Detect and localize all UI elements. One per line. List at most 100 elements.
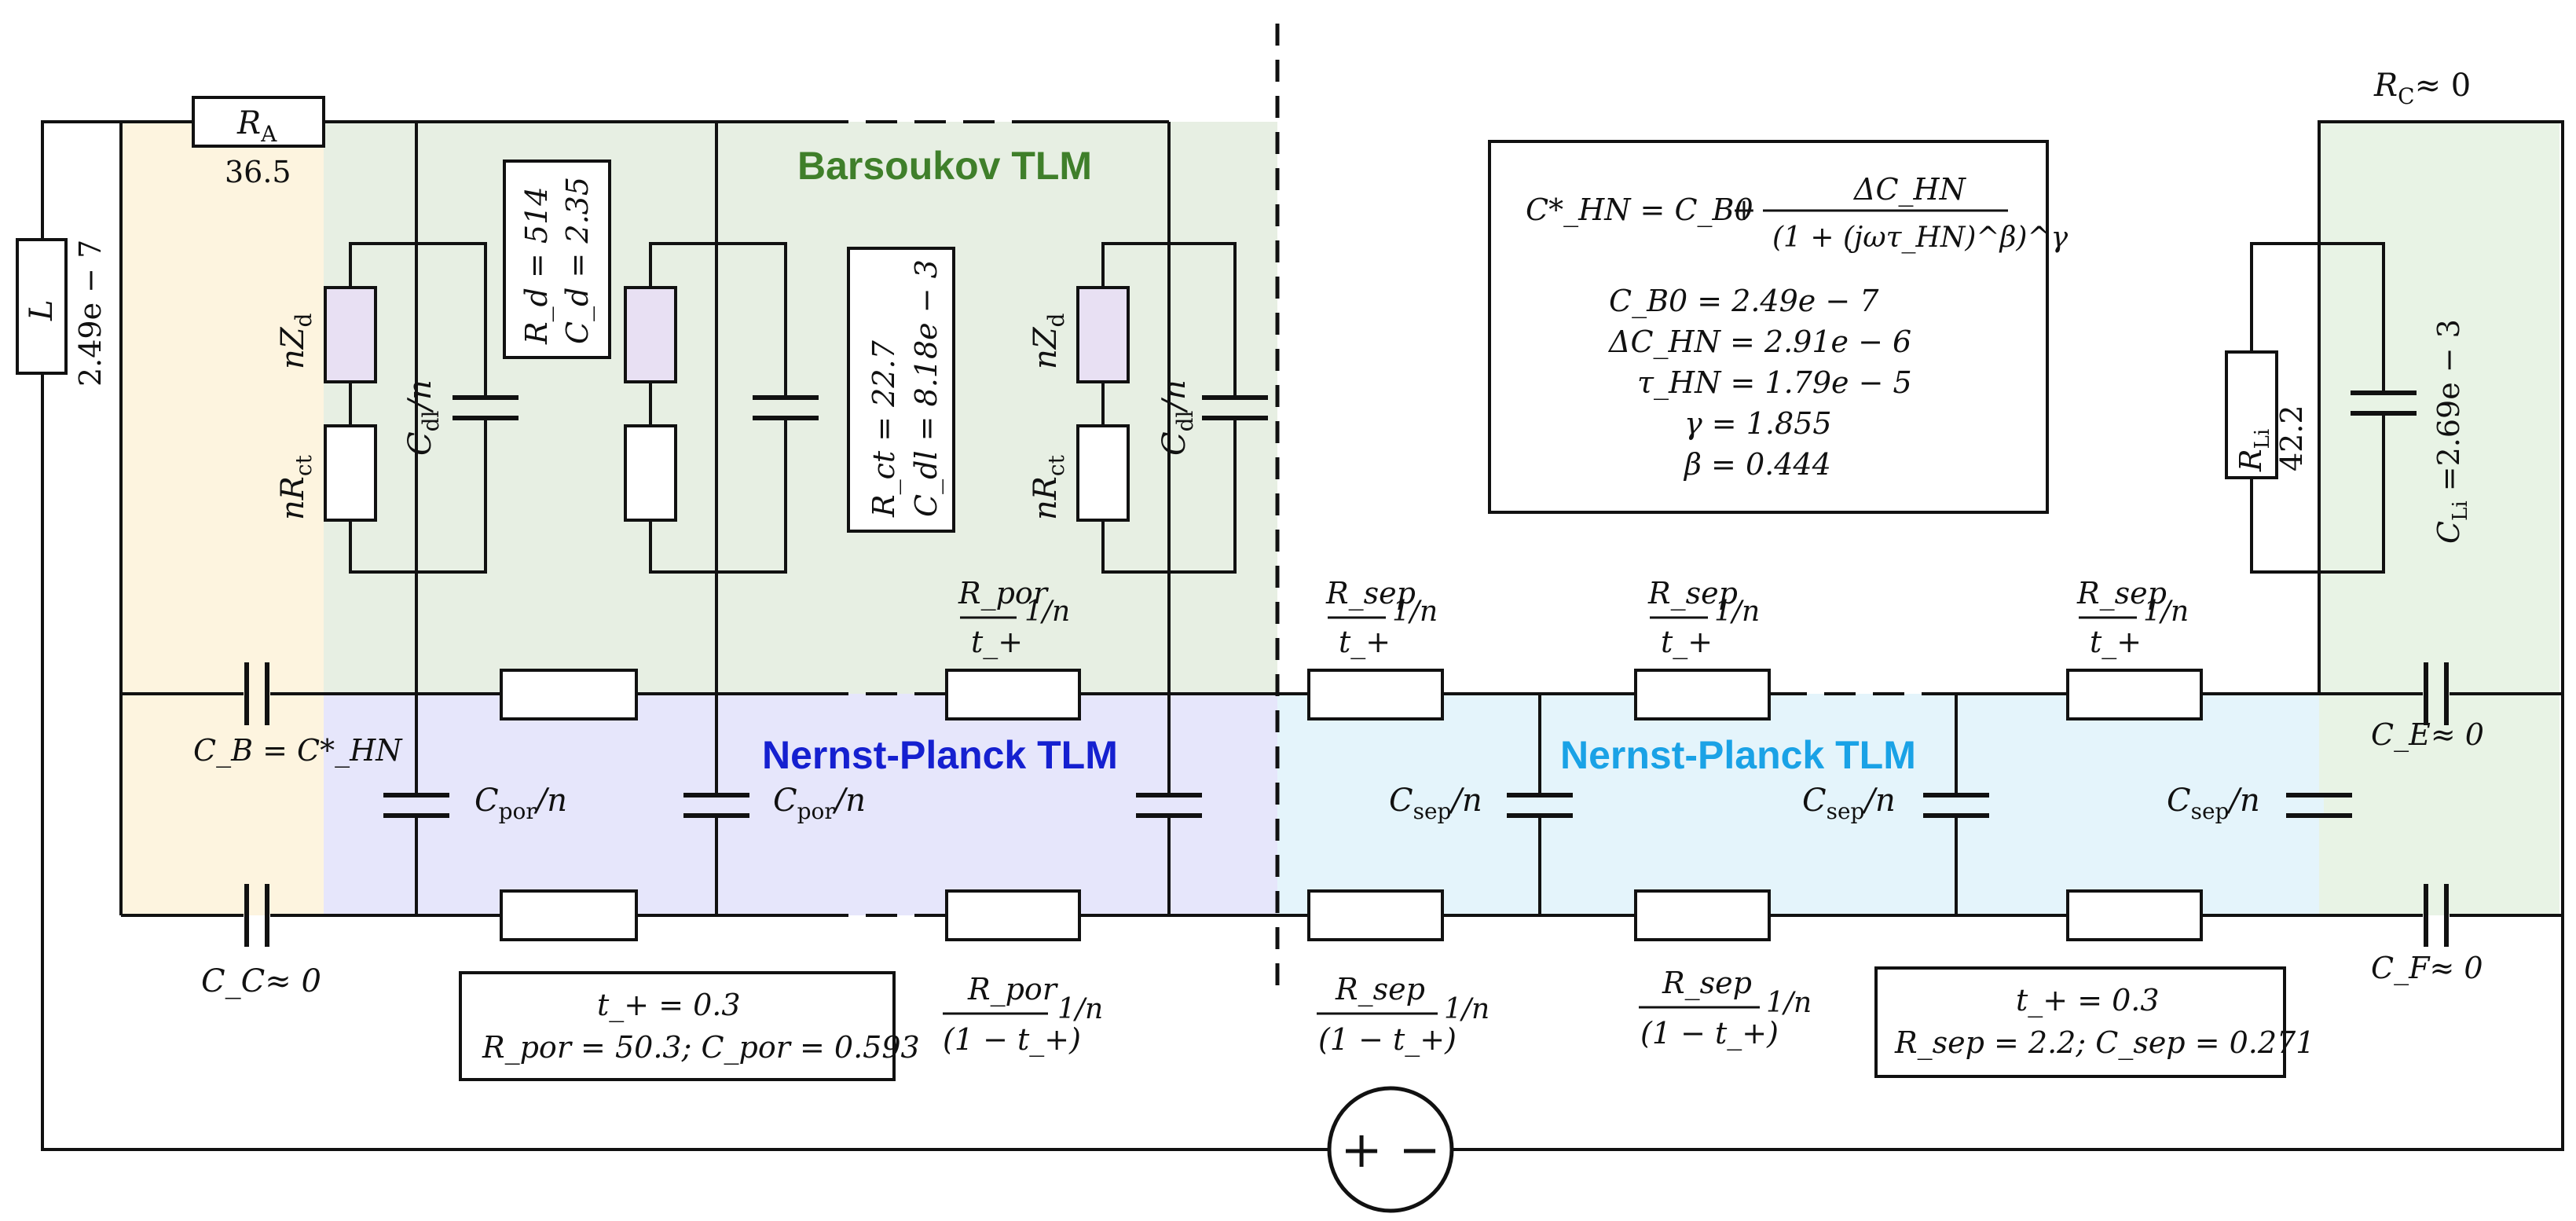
hn-formula-plus: + — [1731, 192, 1757, 227]
cpor-capacitor-1 — [383, 793, 449, 818]
rpor-top-label: R_por t_+ 1/n — [958, 576, 1070, 660]
hn-formula-denominator: (1 + (jωτ_HN)^β)^γ — [1772, 222, 2068, 254]
sep-param-tplus: t_+ = 0.3 — [2016, 983, 2160, 1018]
nzd-box-2 — [624, 286, 677, 383]
svg-text:t_+: t_+ — [1661, 625, 1713, 660]
svg-text:R_sep: R_sep — [1335, 972, 1425, 1007]
cdl-label-3: Cdl/n — [1156, 380, 1198, 456]
hn-param-dchn: ΔC_HN = 2.91e − 6 — [1607, 324, 1911, 360]
svg-text:(1 − t_+): (1 − t_+) — [1640, 1016, 1779, 1051]
rsep-bottom-label-2: R_sep (1 − t_+) 1/n — [1639, 966, 1812, 1051]
svg-text:CLi =2.69e − 3: CLi =2.69e − 3 — [2431, 319, 2472, 544]
hn-param-beta: β = 0.444 — [1683, 447, 1831, 482]
csep-capacitor-3 — [2286, 793, 2352, 818]
svg-text:Cdl/n: Cdl/n — [1156, 380, 1198, 456]
svg-text:1/n: 1/n — [1024, 596, 1070, 628]
cathode-region — [2319, 122, 2560, 915]
hn-formula-lhs: C*_HN = C_B0 — [1526, 192, 1753, 228]
nrct-box-1 — [324, 424, 377, 522]
inductor-value: 2.49e − 7 — [73, 240, 108, 387]
nernst-planck-electrode-title: Nernst-Planck TLM — [762, 733, 1118, 777]
ra-resistor — [192, 96, 325, 148]
hn-param-gamma: γ = 1.855 — [1684, 406, 1832, 441]
csep-capacitor-2 — [1923, 793, 1989, 818]
rsep-top-3 — [2066, 669, 2203, 720]
svg-text:(1 − t_+): (1 − t_+) — [1318, 1022, 1457, 1058]
rli-value: 42.2 — [2274, 405, 2309, 471]
sep-param-values: R_sep = 2.2; C_sep = 0.271 — [1894, 1025, 2314, 1061]
ce-label: C_E≈ 0 — [2371, 717, 2484, 753]
csep-label-2: Csep/n — [1802, 783, 1896, 824]
svg-text:nRct: nRct — [1028, 454, 1069, 520]
rsep-top-label-3: R_sep t_+ 1/n — [2076, 576, 2189, 660]
svg-text:nRct: nRct — [275, 454, 317, 520]
svg-text:Cpor/n: Cpor/n — [475, 783, 567, 824]
cdl-capacitor-3 — [1202, 395, 1268, 420]
rsep-bottom-2 — [1634, 889, 1771, 941]
svg-text:1/n: 1/n — [2143, 596, 2189, 628]
svg-text:1/n: 1/n — [1766, 987, 1812, 1019]
cpor-label-2: Cpor/n — [773, 783, 866, 824]
cpor-capacitor-3 — [1136, 793, 1202, 818]
cc-label: C_C≈ 0 — [201, 963, 321, 999]
hn-formula: C*_HN = C_B0 + ΔC_HN (1 + (jωτ_HN)^β)^γ — [1526, 172, 2068, 254]
hn-params: C_B0 = 2.49e − 7 ΔC_HN = 2.91e − 6 τ_HN … — [1607, 284, 1912, 482]
inductor-box — [16, 238, 68, 375]
rsep-bottom-label-1: R_sep (1 − t_+) 1/n — [1317, 972, 1490, 1058]
rpor-bottom-label: R_por (1 − t_+) 1/n — [943, 972, 1103, 1058]
cpor-capacitor-2 — [683, 793, 749, 818]
svg-text:1/n: 1/n — [1714, 596, 1760, 628]
csep-label-1: Csep/n — [1389, 783, 1482, 824]
nernst-planck-electrode-region — [324, 694, 1277, 915]
cb-label: C_B = C*_HN — [193, 733, 403, 768]
sep-params-box — [1874, 966, 2286, 1078]
svg-text:RC≈ 0: RC≈ 0 — [2373, 68, 2471, 109]
svg-text:RA: RA — [236, 105, 277, 147]
svg-text:R_por: R_por — [967, 972, 1059, 1007]
cdl-capacitor-1 — [453, 395, 518, 420]
nzd-label-3: nZd — [1028, 313, 1069, 369]
svg-text:t_+: t_+ — [971, 625, 1023, 660]
svg-text:Cdl/n: Cdl/n — [402, 380, 444, 456]
rsep-bottom-3 — [2066, 889, 2203, 941]
capacitors — [244, 390, 2449, 947]
cli-label: CLi =2.69e − 3 — [2431, 319, 2472, 544]
rli-resistor — [2225, 350, 2278, 479]
cdl-value-text: C_dl = 8.18e − 3 — [909, 259, 944, 517]
cf-label: C_F≈ 0 — [2371, 951, 2483, 986]
nrct-box-2 — [624, 424, 677, 522]
cf-capacitor — [2424, 884, 2449, 947]
rct-text: R_ct = 22.7 — [867, 339, 902, 518]
barsoukov-title: Barsoukov TLM — [797, 144, 1092, 188]
por-param-values: R_por = 50.3; C_por = 0.593 — [482, 1030, 920, 1065]
rct-cdl-box — [847, 247, 955, 533]
rpor-bottom-1 — [500, 889, 638, 941]
rsep-bottom-1 — [1307, 889, 1444, 941]
ce-capacitor — [2424, 662, 2449, 725]
rpor-top-1 — [500, 669, 638, 720]
svg-text:R_sep: R_sep — [1325, 576, 1416, 611]
capacitor-wire-gaps — [412, 395, 2388, 813]
rc-label: RC≈ 0 — [2373, 68, 2471, 109]
inductor-label: L 2.49e − 7 — [24, 240, 108, 387]
cpor-label-1: Cpor/n — [475, 783, 567, 824]
cdl-capacitor-2 — [753, 395, 819, 420]
rd-cd-box — [503, 160, 611, 359]
rsep-top-label-1: R_sep t_+ 1/n — [1325, 576, 1438, 660]
svg-text:Csep/n: Csep/n — [1389, 783, 1482, 824]
svg-text:t_+: t_+ — [2090, 625, 2142, 660]
svg-text:nZd: nZd — [275, 313, 317, 369]
barsoukov-region — [324, 122, 1277, 694]
svg-text:Csep/n: Csep/n — [2167, 783, 2260, 824]
hn-box — [1488, 140, 2049, 514]
nzd-box-1 — [324, 286, 377, 383]
rpor-top-2 — [945, 669, 1081, 720]
rli-label: RLi 42.2 — [2233, 405, 2309, 472]
ra-label: RA 36.5 — [225, 105, 291, 189]
voltage-source-symbol: + − — [1340, 1121, 1441, 1179]
por-params-box — [459, 971, 896, 1081]
nzd-box-3 — [1076, 286, 1130, 383]
svg-text:RLi: RLi — [2233, 429, 2274, 472]
param-boxes — [459, 140, 2286, 1081]
